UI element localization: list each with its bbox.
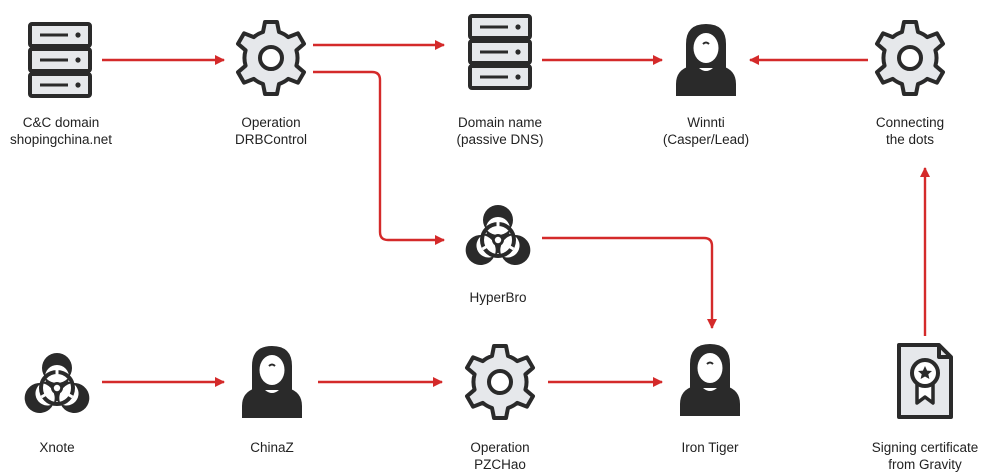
gear-icon: [236, 20, 306, 96]
person-icon: [679, 343, 741, 417]
node-cc-domain-label: C&C domain shopingchina.net: [0, 114, 146, 148]
node-label-line: shopingchina.net: [9, 132, 113, 147]
node-label-line: C&C domain: [22, 115, 100, 130]
gear-icon: [465, 344, 535, 420]
node-label-line: Xnote: [39, 440, 75, 455]
node-iron-tiger-label: Iron Tiger: [625, 439, 795, 456]
node-label-line: (Casper/Lead): [662, 132, 750, 147]
node-signing-cert-label: Signing certificate from Gravity: [840, 439, 984, 473]
node-label-line: HyperBro: [469, 290, 527, 305]
node-label-line: from Gravity: [888, 457, 962, 472]
node-hyperbro-label: HyperBro: [413, 289, 583, 306]
biohazard-icon: [460, 205, 536, 270]
node-xnote-label: Xnote: [0, 439, 142, 456]
certificate-icon: [897, 343, 953, 419]
node-op-pzchao-label: Operation PZCHao: [415, 439, 585, 473]
node-label-line: Winnti: [687, 115, 725, 130]
node-label-line: Operation: [241, 115, 301, 130]
node-label-line: Domain name: [457, 115, 543, 130]
node-label-line: Signing certificate: [871, 440, 979, 455]
node-label-line: (passive DNS): [456, 132, 544, 147]
node-label-line: PZCHao: [474, 457, 526, 472]
node-label-line: DRBControl: [234, 132, 308, 147]
node-winnti-label: Winnti (Casper/Lead): [621, 114, 791, 148]
node-connecting-label: Connecting the dots: [825, 114, 984, 148]
node-label-line: the dots: [885, 132, 935, 147]
node-chinaz-label: ChinaZ: [187, 439, 357, 456]
node-label-line: Iron Tiger: [681, 440, 739, 455]
edge-hyperbro-to-iron-tiger: [542, 236, 717, 329]
server-icon: [468, 14, 532, 90]
node-label-line: Operation: [470, 440, 530, 455]
gear-icon: [875, 20, 945, 96]
node-op-drbcontrol-label: Operation DRBControl: [186, 114, 356, 148]
node-domain-name-label: Domain name (passive DNS): [415, 114, 585, 148]
server-icon: [28, 22, 92, 98]
node-label-line: Connecting: [875, 115, 945, 130]
person-icon: [241, 345, 303, 419]
edge-op-drbcontrol-to-hyperbro: [313, 70, 445, 245]
biohazard-icon: [19, 353, 95, 418]
node-label-line: ChinaZ: [250, 440, 294, 455]
person-icon: [675, 23, 737, 97]
